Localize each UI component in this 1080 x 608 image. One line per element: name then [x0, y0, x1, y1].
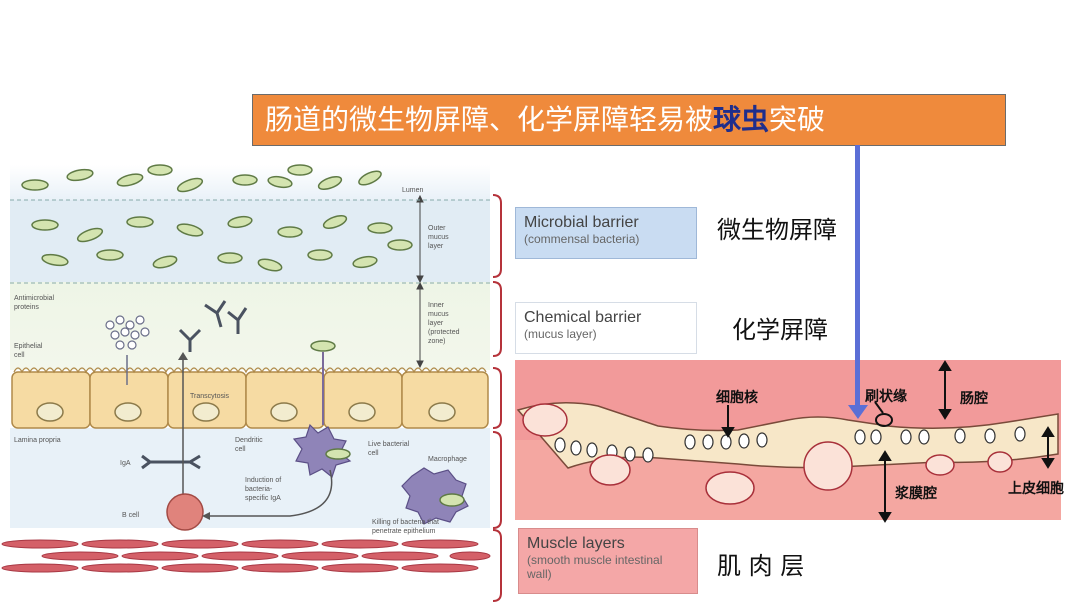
label-intestinal-lumen: 肠腔 — [960, 391, 988, 407]
antimicrobial-protein-cluster — [105, 315, 150, 350]
engulfed-bacterium — [439, 493, 465, 507]
callout-arrow-shaft — [855, 145, 860, 407]
histology-arrows — [721, 360, 1055, 523]
label-live-bacterial-1: Live bacterial — [368, 441, 410, 448]
epithelial-cell-row — [11, 371, 489, 429]
label-serosa: 浆膜腔 — [895, 486, 937, 502]
title-banner: 肠道的微生物屏障、化学屏障轻易被球虫突破 — [252, 94, 1006, 146]
label-induction-3: specific IgA — [245, 495, 281, 502]
label-inner-mucus-3: layer — [428, 320, 444, 327]
coccidia-parasites — [522, 403, 1013, 505]
label-inner-mucus-2: mucus — [428, 311, 449, 318]
induction-arrowhead — [202, 512, 210, 520]
label-induction-1: Induction of — [245, 477, 281, 484]
epithelial-nuclei — [36, 402, 456, 422]
muscle-layers-title: Muscle layers — [527, 535, 625, 552]
zh-chemical-barrier: 化学屏障 — [732, 316, 828, 344]
muscle-layers-sub2: wall) — [527, 567, 552, 581]
microbial-barrier-title: Microbial barrier — [524, 214, 639, 231]
brush-border-highlight — [875, 413, 893, 427]
muscle-layer-fibers — [1, 539, 491, 573]
label-inner-mucus-4: (protected — [428, 329, 460, 336]
muscle-layers-box: Muscle layers (smooth muscle intestinal … — [518, 528, 698, 594]
title-prefix: 肠道的微生物屏障、化学屏障轻易被 — [265, 103, 714, 136]
label-outer-mucus-3: layer — [428, 243, 444, 250]
label-iga: IgA — [120, 460, 131, 467]
inner-mucus-zone — [10, 282, 490, 370]
label-transcytosis: Transcytosis — [190, 393, 230, 400]
label-inner-mucus-1: Inner — [428, 302, 445, 309]
commensal-bacteria — [21, 164, 413, 272]
label-epithelial-1: Epithelial — [14, 343, 43, 350]
layer-brackets — [492, 194, 502, 602]
b-cell — [166, 493, 204, 531]
chemical-barrier-box: Chemical barrier (mucus layer) — [515, 302, 697, 354]
label-killing-2: penetrate epithelium — [372, 528, 436, 535]
sampling-bacterium — [310, 340, 336, 352]
label-killing-1: Killing of bacteria that — [372, 519, 439, 526]
macrophage — [401, 467, 469, 525]
label-b-cell: B cell — [122, 512, 140, 519]
label-epithelial-cell: 上皮细胞 — [1008, 481, 1064, 497]
induction-arrow — [205, 469, 333, 517]
label-dendritic-2: cell — [235, 446, 246, 453]
label-induction-2: bacteria- — [245, 486, 273, 493]
label-epithelial-2: cell — [14, 352, 25, 359]
microbial-barrier-sub: (commensal bacteria) — [524, 232, 640, 246]
label-lamina-propria: Lamina propria — [14, 437, 61, 444]
title-suffix: 突破 — [769, 103, 826, 136]
chemical-barrier-sub: (mucus layer) — [524, 327, 597, 341]
label-outer-mucus-1: Outer — [428, 225, 446, 232]
label-antimicrobial-1: Antimicrobial — [14, 295, 55, 302]
iga-antibodies — [141, 300, 248, 470]
chemical-barrier-title: Chemical barrier — [524, 309, 642, 326]
transcytosis-arrowhead — [178, 352, 188, 360]
label-brush-border: 刷状缘 — [865, 389, 907, 405]
title-highlight: 球虫 — [713, 103, 770, 136]
microvilli — [13, 367, 487, 374]
label-outer-mucus-2: mucus — [428, 234, 449, 241]
label-dendritic-1: Dendritic — [235, 437, 263, 444]
live-bacterial-cell — [325, 448, 351, 460]
label-inner-mucus-5: zone) — [428, 338, 446, 345]
callout-arrowhead — [848, 405, 868, 419]
histology-nuclei — [554, 426, 1026, 463]
label-lumen: Lumen — [402, 187, 424, 194]
label-nucleus: 细胞核 — [716, 390, 758, 406]
label-antimicrobial-2: proteins — [14, 304, 39, 311]
muscle-layers-sub: (smooth muscle intestinal — [527, 553, 663, 567]
label-macrophage: Macrophage — [428, 456, 467, 463]
microbial-barrier-box: Microbial barrier (commensal bacteria) — [515, 207, 697, 259]
label-live-bacterial-2: cell — [368, 450, 379, 457]
zh-microbial-barrier: 微生物屏障 — [717, 216, 837, 244]
zh-muscle-layers: 肌 肉 层 — [717, 552, 805, 580]
